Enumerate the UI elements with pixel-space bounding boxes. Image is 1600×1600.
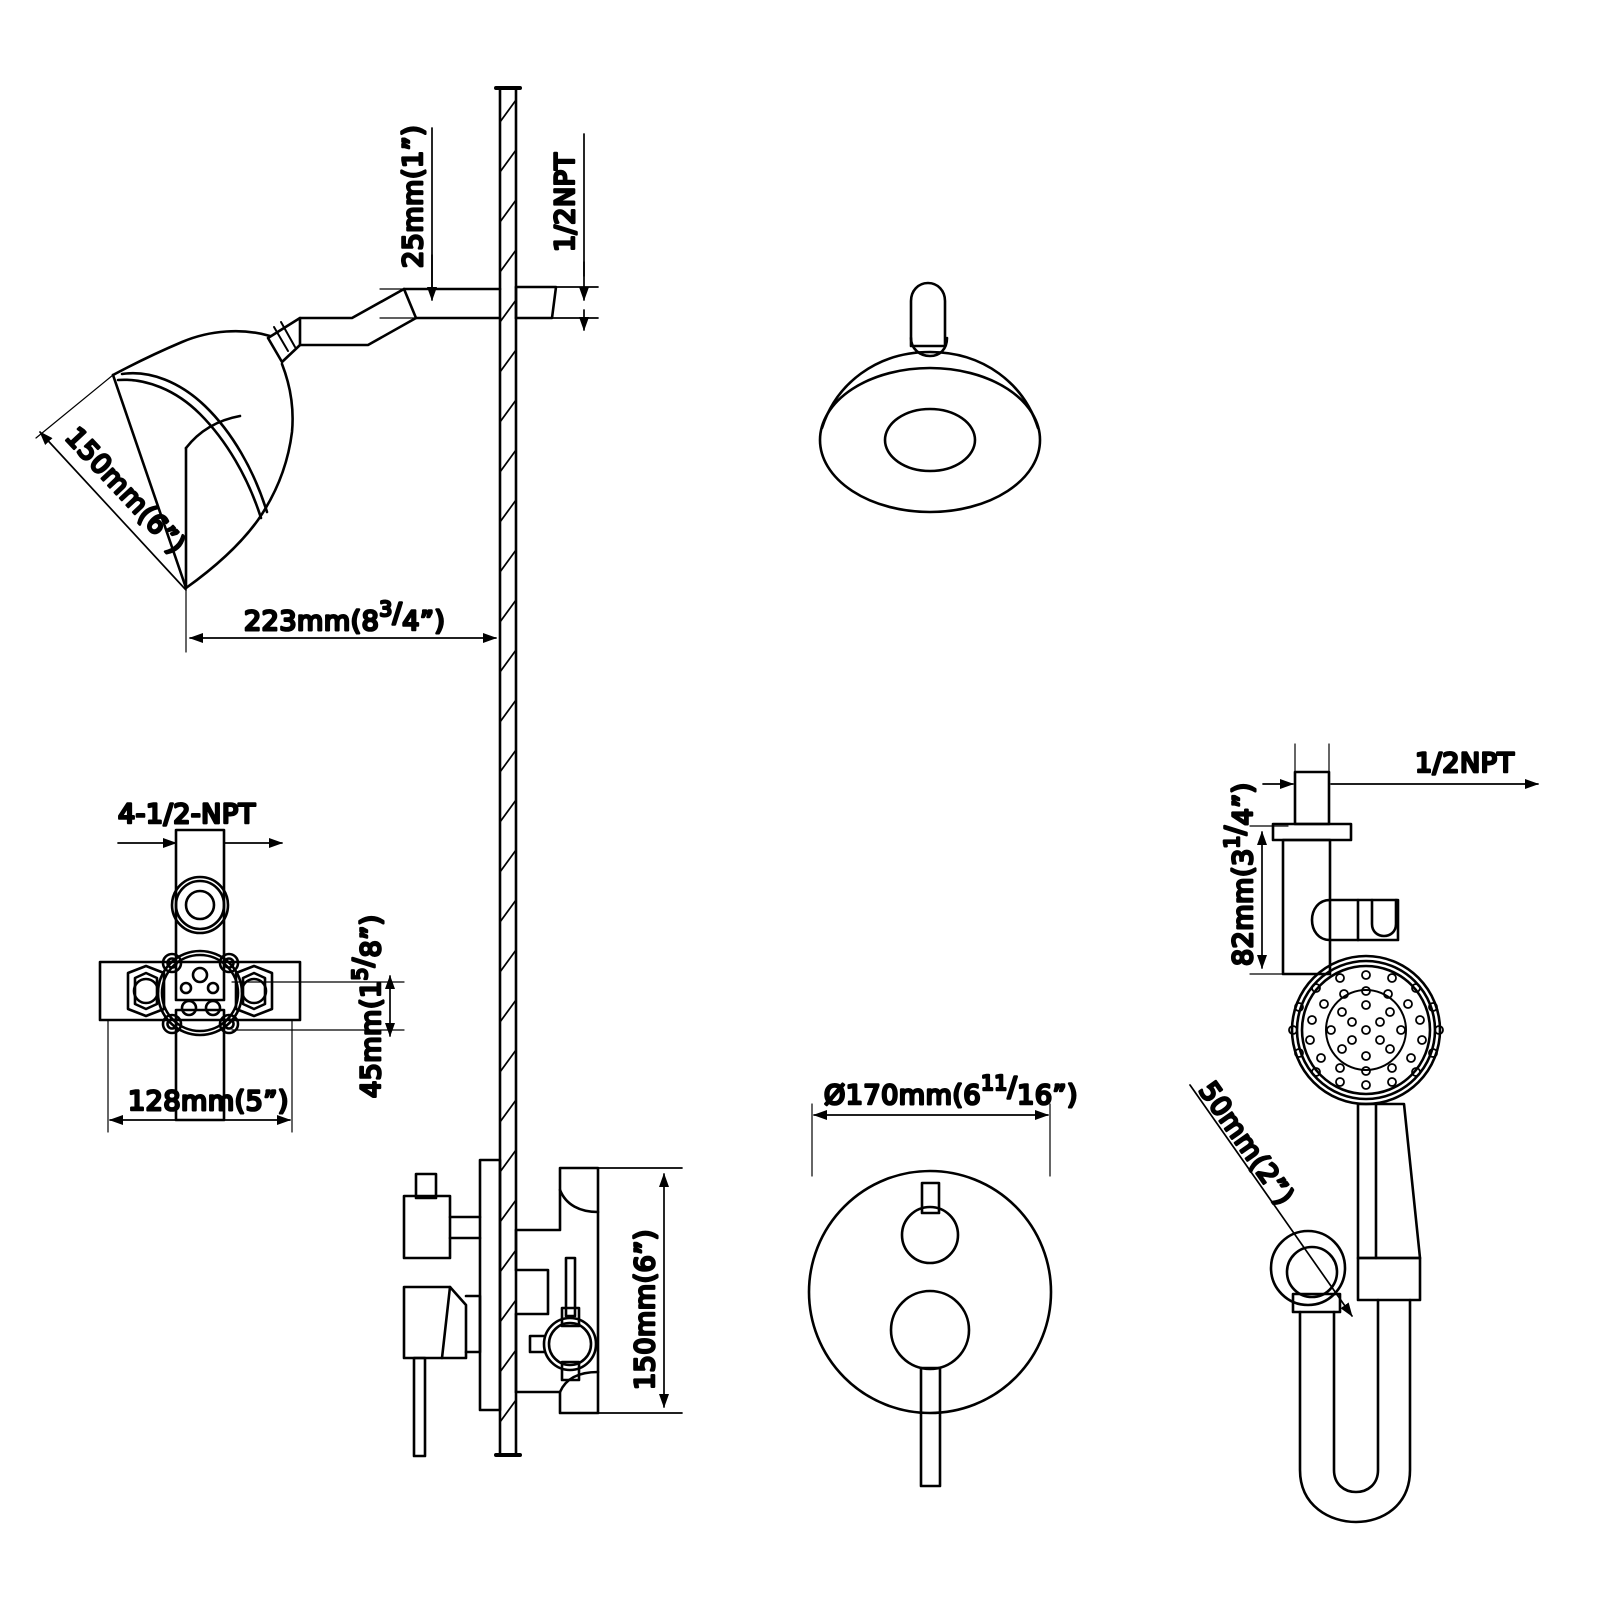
face-spray-aperture [883,407,977,473]
mixing-knob [889,1289,971,1371]
trim-plate-view: Ø170mm(611/16”) [807,1070,1079,1488]
trim-plate-disc [807,1169,1053,1415]
dim-trim-diameter-label: Ø170mm(611/16”) [824,1071,1078,1111]
supply-body [1281,838,1332,976]
valve-top-arm [174,828,226,1002]
arm-swivel-nut [266,316,302,364]
valve-hole-1 [191,966,209,984]
dim-valve-height-label: 150mm(6”) [630,1229,661,1390]
valve-section-view: 150mm(6”) [402,1158,683,1458]
dim-valve-width [107,1019,293,1133]
wall-inlet-nipple [514,285,599,320]
hand-shower-supply-elbow [1271,743,1353,976]
dim-hose-fitting [1189,1084,1353,1317]
dim-head-diameter [35,374,187,591]
spray-nozzle-ring-inner [1326,1000,1406,1061]
dim-valve-width-label: 128mm(5”) [128,1086,289,1117]
dim-bracket-height [1249,825,1289,975]
face-upper-rim [820,350,1040,430]
dim-projection [185,589,497,653]
spray-nozzle-center [1347,1017,1385,1045]
valve-mounting-ears [161,952,240,1035]
dim-arm-rise-label: 25mm(1”) [398,125,429,268]
valve-upper-port-mid [174,879,226,931]
rough-in-valve-view: 4-1/2-NPT 128mm(5”) 45mm(15/8”) [98,798,405,1133]
face-outer-disc [818,366,1042,514]
dim-hand-supply-thread-label: 1/2NPT [1415,748,1514,779]
valve-hole-2 [179,981,193,995]
dim-hose-fitting-label: 50mm(2”) [1192,1076,1300,1211]
dim-inlet-thread-label: 1/2NPT [550,153,581,252]
dim-npt-callout-label: 4-1/2-NPT [118,799,256,830]
spray-nozzle-ring-outer [1288,970,1444,1090]
valve-horizontal-bar [98,960,302,1022]
dim-trim-diameter [811,1103,1051,1177]
valve-body-section [514,1166,600,1415]
face-stem [909,281,947,348]
dim-valve-offset-label: 45mm(15/8”) [348,914,387,1098]
valve-hole-3 [206,981,220,995]
shower-head-face-view [818,281,1042,514]
dim-head-diameter-label: 150mm(6”) [59,422,191,561]
diverter-lever [920,1181,941,1215]
hand-shower-face [1288,954,1444,1106]
dim-valve-offset [231,975,405,1037]
face-stem-collar [909,336,949,358]
mixing-handle-front [402,1285,482,1458]
hose-cone-nut-ring [1269,1229,1347,1307]
dim-arm-rise [379,127,437,319]
hose-hex-nut [1291,1292,1342,1314]
valve-cartridge-outer [156,949,244,1037]
valve-upper-port-outer [170,875,230,935]
hand-shower-hose [1269,1229,1412,1524]
valve-stem-boss-outer [542,1316,598,1372]
dim-bracket-height-label: 82mm(31/4”) [1220,782,1259,966]
mixing-lever [919,1366,942,1488]
valve-hole-4 [180,999,198,1017]
hand-shower-handle [1356,1102,1422,1302]
hand-shower-view: 1/2NPT 82mm(31/4”) [1189,743,1539,1524]
valve-hole-5 [204,999,222,1017]
dim-projection-label: 223mm(83/4”) [244,597,445,637]
wall-hatch [499,99,517,1423]
spray-nozzle-ring-mid [1305,986,1427,1076]
valve-upper-port-bore [184,889,216,921]
trim-plate-edge [478,1158,502,1412]
valve-left-hex [126,964,166,1018]
valve-right-hex [234,964,274,1018]
supply-nipple [1293,770,1331,826]
diverter-handle-front [402,1172,482,1260]
hose-cone-nut-inner [1285,1245,1339,1299]
shower-head-body [111,329,294,590]
hand-shower-holder [1310,898,1400,942]
dim-valve-height [597,1167,683,1414]
valve-cartridge-inner [160,953,240,1033]
diverter-knob [900,1205,960,1265]
valve-stem-boss-inner [547,1321,593,1367]
shower-arm [298,287,502,347]
